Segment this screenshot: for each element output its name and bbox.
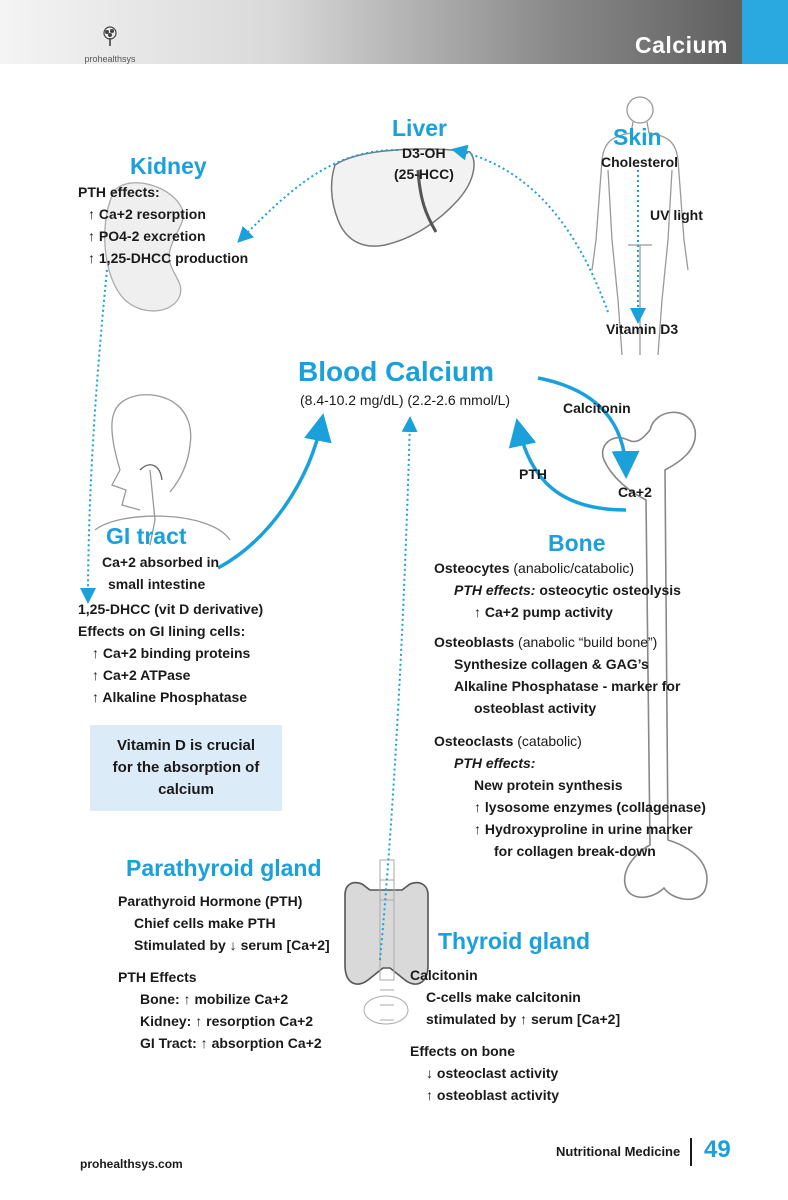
- callout-line-1: Vitamin D is crucial: [116, 737, 256, 754]
- page-title: Calcium: [635, 32, 728, 58]
- gi-effect-3: ↑ Alkaline Phosphatase: [92, 689, 248, 705]
- bone-heading: Bone: [548, 530, 606, 556]
- thyroid-line-2: C-cells make calcitonin: [426, 989, 581, 1005]
- kidney-effect-1: ↑ Ca+2 resorption: [88, 206, 206, 222]
- header-accent-tab: [742, 0, 788, 64]
- parathyroid-effects: PTH Effects Bone: ↑ mobilize Ca+2 Kidney…: [118, 966, 322, 1054]
- parathyroid-effect-bone: Bone: ↑ mobilize Ca+2: [140, 991, 289, 1007]
- blood-calcium-range: (8.4-10.2 mg/dL) (2.2-2.6 mmol/L): [300, 389, 510, 411]
- osteoblasts-note: (anabolic “build bone”): [518, 634, 658, 650]
- osteoclasts-line-1: New protein synthesis: [474, 777, 623, 793]
- kidney-effect-2: ↑ PO4-2 excretion: [88, 228, 206, 244]
- footer-site: prohealthsys.com: [80, 1157, 183, 1171]
- page-header-bar: [0, 0, 788, 64]
- liver-illustration: [330, 148, 475, 247]
- osteocytes-term: Osteocytes: [434, 560, 510, 576]
- liver-metabolite-abbrev: (25-HCC): [394, 166, 454, 182]
- bone-calcium-label: Ca+2: [618, 484, 652, 500]
- osteocytes-pth-label: PTH effects:: [454, 582, 536, 598]
- callout-line-2: for the absorption of: [112, 759, 260, 776]
- parathyroid-effects-title: PTH Effects: [118, 969, 197, 985]
- human-body-illustration: [591, 96, 689, 356]
- liver-heading: Liver: [392, 115, 447, 141]
- osteoblasts-term: Osteoblasts: [434, 634, 515, 650]
- footer-book-title: Nutritional Medicine: [556, 1144, 681, 1159]
- liver-metabolite: D3-OH: [402, 142, 446, 164]
- page-number: 49: [704, 1136, 731, 1163]
- head-digestive-illustration: [94, 394, 231, 546]
- thyroid-effect-1: ↓ osteoclast activity: [426, 1065, 559, 1081]
- blood-calcium-range-text: (8.4-10.2 mg/dL) (2.2-2.6 mmol/L): [300, 392, 511, 408]
- osteoclasts-term: Osteoclasts: [434, 733, 514, 749]
- osteoclasts-pth-label: PTH effects:: [454, 755, 536, 771]
- blood-calcium-heading: Blood Calcium: [298, 356, 495, 387]
- thyroid-calcitonin: Calcitonin C-cells make calcitonin stimu…: [410, 964, 620, 1030]
- osteoclasts-line-3: ↑ Hydroxyproline in urine marker: [474, 821, 693, 837]
- thyroid-illustration: [344, 859, 429, 1025]
- vitamin-d-callout: Vitamin D is crucial for the absorption …: [90, 725, 282, 811]
- osteoclasts-line-4: for collagen break-down: [494, 843, 656, 859]
- kidney-effects: PTH effects: ↑ Ca+2 resorption ↑ PO4-2 e…: [78, 181, 248, 269]
- callout-line-3: calcium: [158, 781, 214, 798]
- parathyroid-heading: Parathyroid gland: [126, 855, 322, 881]
- gi-absorption-line-1: Ca+2 absorbed in: [102, 554, 220, 570]
- kidney-heading: Kidney: [130, 153, 207, 179]
- skin-heading: Skin: [613, 124, 662, 150]
- bone-osteoblasts: Osteoblasts (anabolic “build bone”) Synt…: [434, 631, 680, 719]
- kidney-illustration: [104, 182, 185, 312]
- gi-effects: 1,25-DHCC (vit D derivative) Effects on …: [78, 598, 263, 708]
- parathyroid-line-3: Stimulated by ↓ serum [Ca+2]: [134, 937, 330, 953]
- logo: prohealthsys: [80, 26, 140, 64]
- gi-tract-heading: GI tract: [106, 523, 187, 549]
- thyroid-bone-effects-title: Effects on bone: [410, 1043, 516, 1059]
- tree-logo-icon: [103, 26, 117, 46]
- osteocytes-note: (anabolic/catabolic): [513, 560, 634, 576]
- thyroid-bone-effects: Effects on bone ↓ osteoclast activity ↑ …: [410, 1040, 559, 1106]
- femur-illustration: [601, 411, 708, 900]
- osteocytes-pump: ↑ Ca+2 pump activity: [474, 604, 613, 620]
- parathyroid-hormone: Parathyroid Hormone (PTH) Chief cells ma…: [118, 890, 330, 956]
- bone-osteoclasts: Osteoclasts (catabolic) PTH effects: New…: [434, 730, 706, 862]
- gi-effects-title: Effects on GI lining cells:: [78, 623, 246, 639]
- liver-metabolite-text: D3-OH: [402, 145, 446, 161]
- skin-cholesterol: Cholesterol: [601, 154, 679, 170]
- bone-osteocytes: Osteocytes (anabolic/catabolic) PTH effe…: [434, 557, 681, 623]
- thyroid-line-3: stimulated by ↑ serum [Ca+2]: [426, 1011, 621, 1027]
- thyroid-line-1: Calcitonin: [410, 967, 478, 983]
- gi-vitd-derivative: 1,25-DHCC (vit D derivative): [78, 601, 264, 617]
- pth-label: PTH: [519, 466, 547, 482]
- osteoblasts-line-3: osteoblast activity: [474, 700, 597, 716]
- osteoclasts-line-2: ↑ lysosome enzymes (collagenase): [474, 799, 706, 815]
- thyroid-heading: Thyroid gland: [438, 928, 591, 954]
- parathyroid-effect-gi: GI Tract: ↑ absorption Ca+2: [140, 1035, 322, 1051]
- kidney-effect-3: ↑ 1,25-DHCC production: [88, 250, 249, 266]
- parathyroid-line-2: Chief cells make PTH: [134, 915, 276, 931]
- gi-effect-1: ↑ Ca+2 binding proteins: [92, 645, 251, 661]
- osteocytes-pth-text: osteocytic osteolysis: [539, 582, 681, 598]
- osteoblasts-line-1: Synthesize collagen & GAG’s: [454, 656, 649, 672]
- osteoblasts-line-2: Alkaline Phosphatase - marker for: [454, 678, 681, 694]
- kidney-effects-title: PTH effects:: [78, 184, 160, 200]
- thyroid-effect-2: ↑ osteoblast activity: [426, 1087, 560, 1103]
- osteoclasts-note: (catabolic): [517, 733, 582, 749]
- gi-effect-2: ↑ Ca+2 ATPase: [92, 667, 191, 683]
- skin-uv-light: UV light: [650, 207, 703, 223]
- gi-absorption: Ca+2 absorbed in small intestine: [102, 551, 219, 595]
- parathyroid-line-1: Parathyroid Hormone (PTH): [118, 893, 303, 909]
- gi-absorption-line-2: small intestine: [108, 576, 206, 592]
- logo-text: prohealthsys: [84, 54, 136, 64]
- pathway-arrows: [80, 144, 646, 961]
- calcitonin-label: Calcitonin: [563, 400, 631, 416]
- footer-divider: [690, 1138, 692, 1166]
- parathyroid-effect-kidney: Kidney: ↑ resorption Ca+2: [140, 1013, 314, 1029]
- skin-vitamin-d3: Vitamin D3: [606, 321, 679, 337]
